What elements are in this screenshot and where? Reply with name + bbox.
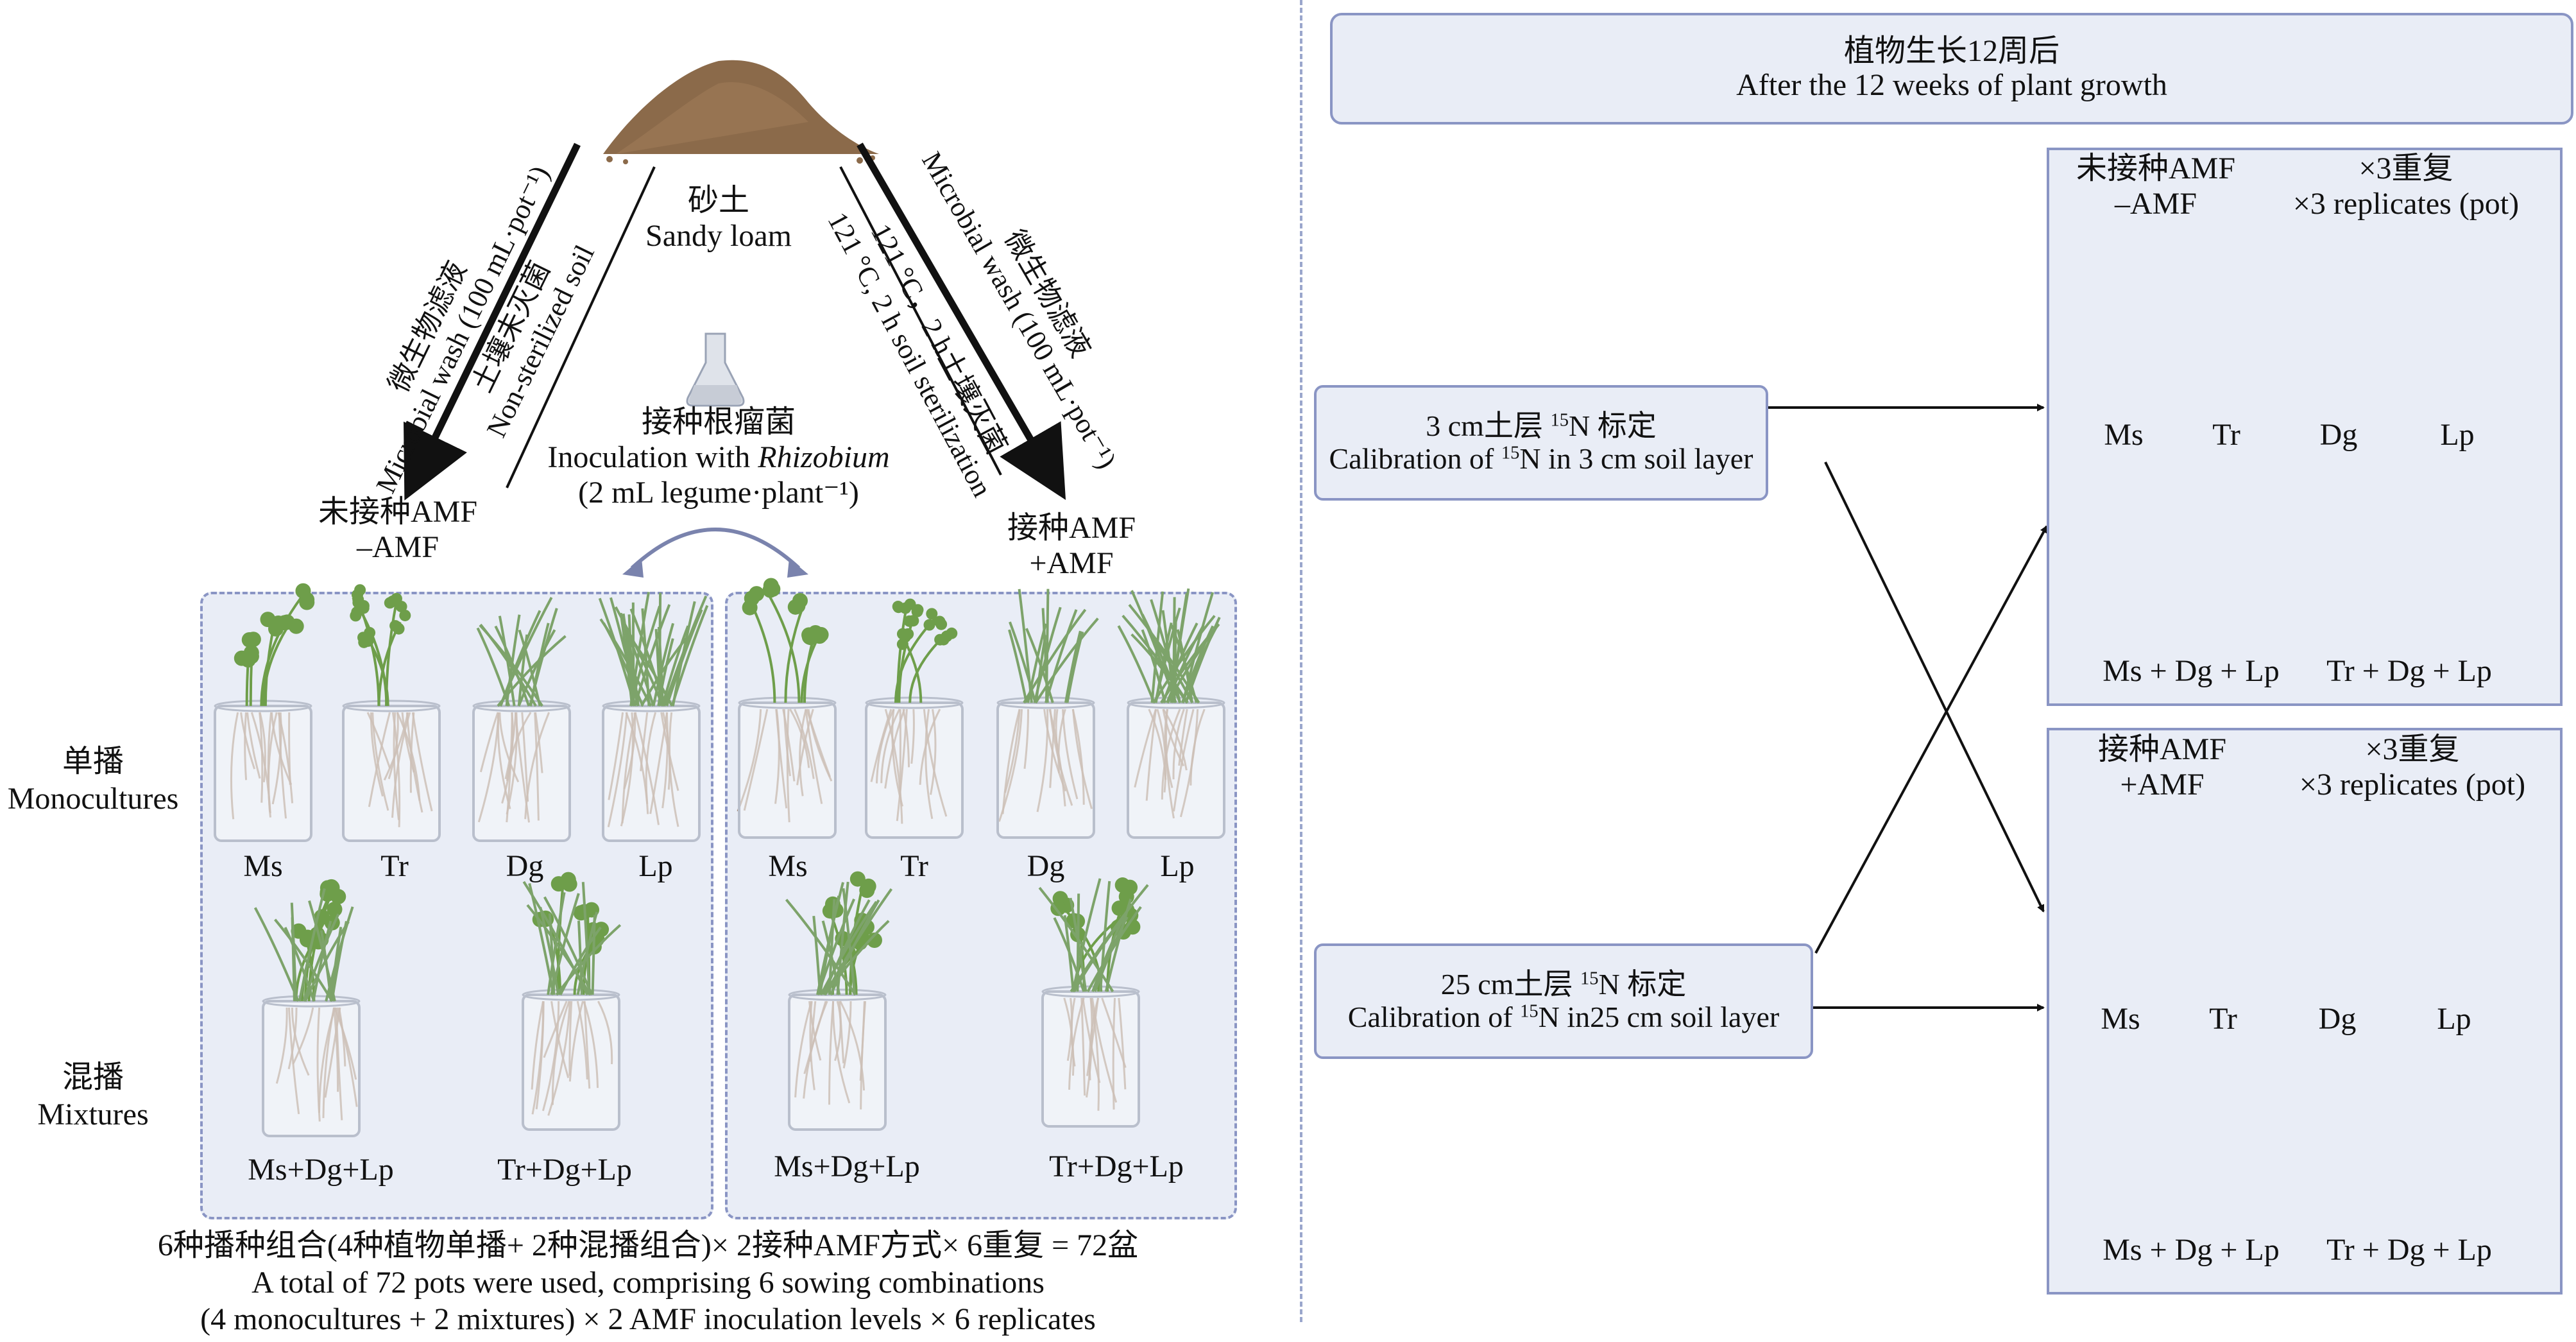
monocultures-label: 单播 Monocultures (7, 744, 179, 816)
calibration-3cm-box: 3 cm土层 15N 标定 Calibration of 15N in 3 cm… (1314, 385, 1768, 501)
footer-text: 6种播种组合(4种植物单播+ 2种混播组合)× 2接种AMF方式× 6重复 = … (157, 1228, 1139, 1337)
mono-label-left: Ms (243, 849, 283, 883)
mono-label-right: Lp (1160, 849, 1195, 883)
rb-mono-label: Lp (2437, 1002, 2471, 1036)
group-no-amf-replicates: ×3重复 ×3 replicates (pot) (2292, 151, 2520, 221)
rb-mono-label: Tr (2209, 1002, 2237, 1036)
pot-icon (522, 872, 622, 1131)
mono-label-right: Ms (768, 849, 808, 883)
header-box: 植物生长12周后 After the 12 weeks of plant gro… (1330, 13, 2573, 125)
pot-icon (1038, 877, 1149, 1128)
right-outer-arrow (857, 142, 1066, 501)
mix-label-left: Tr+Dg+Lp (497, 1153, 632, 1187)
pot-icon (598, 592, 709, 842)
mono-label-right: Dg (1027, 849, 1065, 883)
pot-icon (737, 578, 837, 839)
soil-pile-icon (603, 60, 879, 164)
rhizobium-label: 接种根瘤菌 Inoculation with Rhizobium (2 mL l… (547, 405, 890, 510)
pot-icon (472, 596, 571, 842)
rt-mono-label: Lp (2440, 418, 2475, 452)
mono-label-right: Tr (900, 849, 928, 883)
pot-icon (996, 589, 1099, 839)
pot-icon (342, 584, 441, 842)
flask-icon (686, 332, 745, 407)
amf-label: 接种AMF +AMF (1007, 511, 1136, 581)
rt-mix-label: Tr + Dg + Lp (2326, 654, 2492, 688)
pot-icon (1117, 588, 1225, 839)
rt-mono-label: Dg (2319, 418, 2358, 452)
double-arrow (630, 528, 801, 570)
calibration-25cm-box: 25 cm土层 15N 标定 Calibration of 15N in25 c… (1314, 943, 1813, 1059)
rt-mix-label: Ms + Dg + Lp (2103, 654, 2280, 688)
group-amf (2047, 728, 2563, 1295)
rt-mono-label: Ms (2104, 418, 2144, 452)
mix-label-right: Ms+Dg+Lp (774, 1149, 920, 1183)
rb-mono-label: Dg (2318, 1002, 2357, 1036)
rb-mono-label: Ms (2101, 1002, 2140, 1036)
pot-icon (214, 583, 315, 842)
mono-label-left: Tr (380, 849, 409, 883)
rb-mix-label: Ms + Dg + Lp (2103, 1233, 2280, 1267)
left-outer-arrow (403, 142, 581, 501)
no-amf-label: 未接种AMF –AMF (318, 495, 478, 565)
rt-mono-label: Tr (2212, 418, 2240, 452)
group-no-amf (2047, 148, 2563, 706)
pot-icon (785, 871, 893, 1131)
mix-label-right: Tr+Dg+Lp (1049, 1149, 1184, 1183)
mono-label-left: Dg (506, 849, 544, 883)
rb-mix-label: Tr + Dg + Lp (2326, 1233, 2492, 1267)
mix-label-left: Ms+Dg+Lp (248, 1153, 394, 1187)
mono-label-left: Lp (638, 849, 673, 883)
group-amf-replicates: ×3重复 ×3 replicates (pot) (2299, 732, 2526, 802)
section-divider (1300, 0, 1302, 1322)
soil-label: 砂土 Sandy loam (645, 184, 792, 254)
pot-icon (253, 879, 361, 1137)
pot-icon (865, 598, 964, 839)
group-amf-condition: 接种AMF +AMF (2097, 732, 2227, 802)
group-no-amf-condition: 未接种AMF –AMF (2076, 151, 2236, 221)
mixtures-label: 混播 Mixtures (37, 1060, 149, 1131)
